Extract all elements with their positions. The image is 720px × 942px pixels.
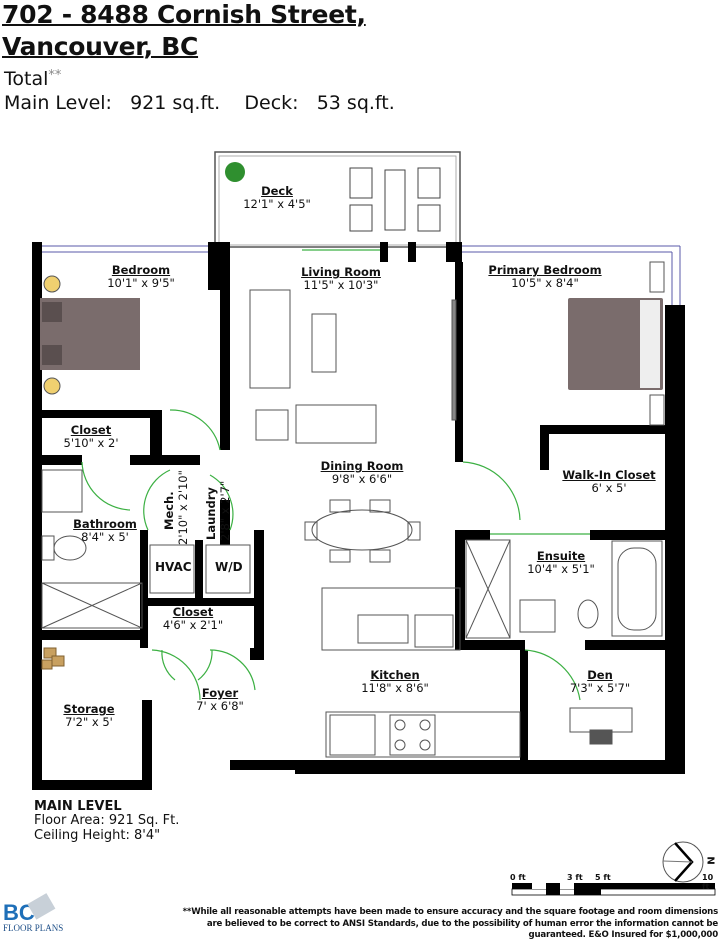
bc-floor-plans-logo: BC FLOOR PLANS (3, 893, 63, 933)
room-mech-dims: 2'10" x 2'10" (176, 470, 190, 545)
svg-text:FLOOR PLANS: FLOOR PLANS (3, 923, 63, 933)
room-mech: Mech. (162, 491, 176, 530)
kitchen-counters (321, 587, 521, 758)
room-name: Deck (261, 184, 293, 198)
deck-furniture (349, 167, 441, 232)
room-dims: 7' x 6'8" (196, 699, 244, 714)
disclaimer: **While all reasonable attempts have bee… (182, 907, 719, 941)
washer-dryer (205, 544, 251, 594)
scale-tick-3: 3 ft (567, 873, 583, 882)
bathroom-fixtures (41, 469, 143, 629)
den-desk (569, 707, 633, 745)
scale-tick-0: 0 ft (510, 873, 526, 882)
room-dims: 7'2" x 5' (65, 715, 113, 730)
room-dims: 9'8" x 6'6" (331, 472, 393, 487)
room-name: Mech. (162, 491, 176, 530)
room-name: Storage (63, 702, 115, 716)
room-name: Foyer (201, 686, 239, 700)
room-dims: 5'10" x 2' (63, 436, 119, 451)
hvac-unit (149, 544, 195, 594)
room-dims: 4'6" x 2'1" (162, 618, 224, 633)
room-laundry-dims: 2'8" x 2'7" (218, 480, 232, 541)
bedroom-bed (40, 275, 140, 395)
room-name: Bedroom (111, 263, 171, 277)
door-swings (81, 249, 590, 701)
room-name: Living Room (301, 265, 381, 279)
room-name: Walk-In Closet (562, 468, 656, 482)
scale-tick-10: 10 ft (702, 873, 714, 891)
ceiling-height: Ceiling Height: 8'4" (34, 827, 161, 843)
area-summary: Main Level: 921 sq.ft. Deck: 53 sq.ft. (4, 92, 395, 114)
room-dims: 11'8" x 8'6" (361, 681, 429, 696)
room-name: Closet (70, 423, 112, 437)
room-name: Primary Bedroom (488, 263, 602, 277)
room-laundry: Laundry (204, 487, 218, 540)
address-line-1: 702 - 8488 Cornish Street, (2, 0, 366, 29)
room-dims: 10'5" x 8'4" (511, 276, 579, 291)
room-name: Dining Room (320, 459, 404, 473)
compass-icon (662, 841, 704, 883)
level-heading: MAIN LEVEL (34, 799, 122, 814)
storage-boxes-icon (41, 647, 65, 670)
main-level-value: 921 sq.ft. (130, 92, 221, 114)
total-mark: ** (48, 68, 62, 83)
total-label: Total** (4, 68, 61, 90)
total-text: Total (4, 68, 49, 90)
deck-label: Deck: (244, 92, 299, 114)
room-dims: 6' x 5' (591, 481, 627, 496)
hvac-label: HVAC (155, 560, 192, 574)
floor-area: Floor Area: 921 Sq. Ft. (34, 813, 180, 829)
room-dims: 10'4" x 5'1" (527, 562, 595, 577)
deck-outline (214, 151, 461, 248)
deck-outline-inner (218, 155, 457, 246)
room-dims: 10'1" x 9'5" (107, 276, 175, 291)
scale-bar (511, 883, 716, 896)
deck-value: 53 sq.ft. (316, 92, 395, 114)
main-level-label: Main Level: (4, 92, 112, 114)
address-line-2: Vancouver, BC (2, 32, 199, 61)
dining-table (304, 499, 421, 563)
primary-bed (568, 261, 665, 426)
room-name: Ensuite (536, 549, 586, 563)
washer-dryer-label: W/D (215, 560, 243, 574)
room-dims: 7'3" x 5'7" (569, 681, 631, 696)
room-dims: 12'1" x 4'5" (243, 197, 311, 212)
room-name: Den (587, 668, 613, 682)
room-name: Closet (172, 605, 214, 619)
scale-tick-5: 5 ft (595, 873, 611, 882)
living-furniture (249, 289, 457, 444)
compass-label: N (704, 856, 716, 865)
ensuite-fixtures (465, 539, 663, 639)
plant-icon (225, 162, 245, 182)
level-info: MAIN LEVEL Floor Area: 921 Sq. Ft. Ceili… (34, 799, 180, 843)
room-name: Kitchen (370, 668, 420, 682)
room-dims: 11'5" x 10'3" (303, 278, 379, 293)
room-dims: 8'4" x 5' (81, 530, 129, 545)
room-name: Bathroom (73, 517, 137, 531)
room-name: Laundry (204, 487, 218, 540)
walls (32, 242, 685, 790)
